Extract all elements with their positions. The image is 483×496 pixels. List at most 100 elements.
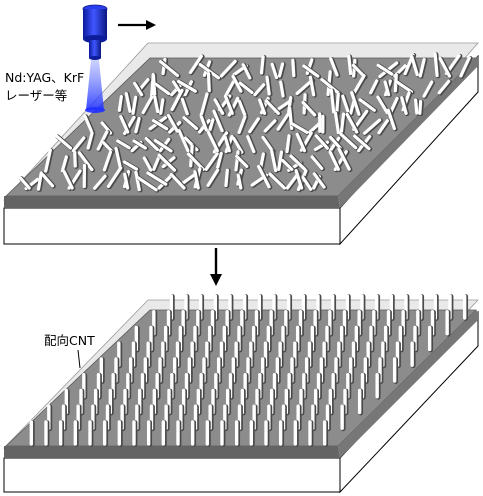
random-nanotube — [206, 130, 219, 153]
random-nanotube — [289, 154, 307, 171]
random-nanotube — [182, 116, 199, 131]
random-nanotube — [199, 92, 209, 117]
random-nanotube — [347, 54, 353, 76]
random-nanotube — [134, 116, 141, 134]
random-nanotube — [122, 160, 139, 171]
random-nanotube — [231, 74, 243, 93]
random-nanotube — [277, 62, 285, 78]
random-nanotube — [345, 112, 359, 134]
random-nanotube — [433, 52, 439, 78]
random-nanotube — [180, 97, 189, 116]
random-nanotube — [258, 98, 267, 115]
random-nanotube — [276, 111, 291, 131]
random-nanotube — [257, 164, 271, 189]
random-nanotube — [376, 95, 389, 115]
random-nanotube — [136, 176, 158, 192]
random-nanotube — [157, 153, 177, 172]
random-nanotube — [213, 98, 225, 115]
random-nanotube — [193, 170, 200, 190]
random-nanotube — [236, 173, 243, 190]
random-nanotube — [206, 168, 220, 188]
random-nanotube — [351, 63, 366, 79]
random-nanotube — [295, 78, 314, 96]
random-nanotube — [369, 79, 379, 95]
random-nanotube — [119, 115, 130, 134]
arrow-down-icon — [210, 248, 222, 286]
random-nanotube — [159, 60, 180, 78]
random-nanotube — [44, 148, 52, 173]
random-nanotube — [71, 136, 86, 153]
random-nanotube — [393, 73, 398, 93]
random-nanotube — [235, 154, 249, 169]
random-nanotube — [339, 132, 358, 150]
random-nanotube — [131, 95, 138, 115]
random-nanotube — [219, 59, 237, 78]
random-nanotube — [291, 58, 296, 78]
random-nanotube — [116, 139, 131, 150]
arrow-right-icon — [118, 20, 156, 30]
laser-head-icon — [82, 4, 108, 113]
random-nanotube — [459, 56, 471, 78]
random-nanotube — [422, 80, 434, 98]
random-nanotube — [151, 73, 157, 97]
random-nanotube — [328, 150, 340, 171]
bottom-cnt-film-front — [4, 446, 340, 458]
random-nanotube — [117, 95, 123, 112]
random-nanotube — [212, 109, 224, 133]
top-cnt-film-front — [4, 196, 340, 208]
random-nanotube — [329, 88, 336, 114]
random-nanotube — [151, 119, 169, 131]
random-nanotube — [206, 71, 211, 93]
random-nanotube — [177, 79, 197, 93]
random-nanotube — [60, 155, 68, 173]
random-nanotube — [376, 63, 394, 76]
random-nanotube — [438, 56, 452, 78]
random-nanotube — [198, 63, 220, 80]
random-nanotube — [386, 108, 396, 131]
random-nanotube — [152, 156, 161, 171]
random-nanotube — [154, 82, 171, 96]
random-nanotube — [132, 139, 147, 150]
random-nanotube — [169, 172, 186, 190]
bottom-aligned-nanotubes — [29, 294, 469, 447]
random-nanotube — [153, 139, 173, 153]
random-nanotube — [237, 99, 247, 117]
top-substrate-front — [3, 207, 341, 245]
random-nanotube — [141, 95, 154, 115]
aligned-cnt-label: 配向CNT — [44, 333, 95, 348]
random-nanotube — [157, 172, 175, 190]
random-nanotube — [142, 156, 153, 172]
random-nanotube — [268, 172, 287, 190]
random-nanotube — [312, 172, 326, 189]
random-nanotube — [248, 117, 260, 134]
random-nanotube — [337, 147, 351, 171]
random-nanotube — [216, 151, 223, 169]
random-nanotube — [264, 99, 280, 115]
random-nanotube — [270, 149, 278, 173]
random-nanotube — [170, 88, 184, 112]
random-nanotube — [159, 98, 165, 115]
random-nanotube — [285, 134, 291, 154]
random-nanotube — [234, 150, 240, 172]
laser-source-label-2: レーザー等 — [5, 88, 67, 103]
random-nanotube — [352, 74, 366, 96]
random-nanotube — [335, 92, 340, 115]
random-nanotube — [204, 152, 219, 171]
random-nanotube — [166, 113, 179, 133]
random-nanotube — [259, 152, 265, 169]
random-nanotube — [232, 136, 244, 154]
random-nanotube — [341, 94, 350, 113]
random-nanotube — [241, 63, 252, 80]
random-nanotube — [100, 140, 114, 153]
random-nanotube — [301, 175, 313, 191]
random-nanotube — [223, 80, 235, 98]
random-nanotube — [328, 135, 343, 150]
random-nanotube — [265, 75, 271, 96]
random-nanotube — [55, 134, 73, 150]
random-nanotube — [144, 137, 160, 152]
random-nanotube — [106, 166, 123, 189]
random-nanotube — [383, 80, 391, 97]
random-nanotube — [207, 118, 215, 134]
random-nanotube — [418, 57, 426, 78]
random-nanotube — [350, 91, 361, 116]
